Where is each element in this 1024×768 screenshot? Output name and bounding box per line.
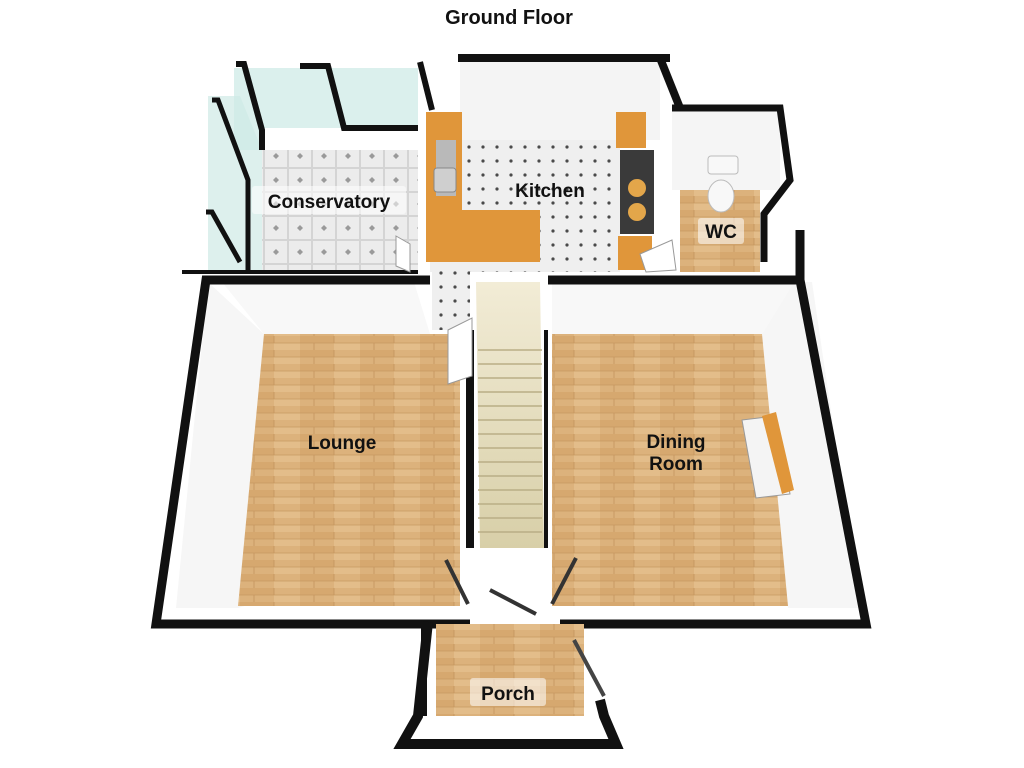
dining-room: Dining Room <box>548 230 872 629</box>
toilet-icon <box>707 155 739 213</box>
conservatory-room <box>182 61 418 274</box>
fireplace-icon <box>741 412 794 499</box>
dining-floor <box>552 334 788 606</box>
wc-room: WC <box>672 104 794 272</box>
porch-wall-outline <box>393 621 624 749</box>
lounge-room: Lounge <box>150 275 470 629</box>
kitchen-label: Kitchen <box>515 181 585 202</box>
hall-doors <box>395 235 677 616</box>
dining-side-wall <box>762 282 860 608</box>
lounge-label: Lounge <box>308 433 377 454</box>
dining-label-line1: Dining <box>646 432 705 453</box>
porch-label: Porch <box>481 684 535 705</box>
plan-title: Ground Floor <box>445 7 573 29</box>
staircase <box>466 282 548 548</box>
dining-label-line2: Room <box>649 454 703 475</box>
conservatory-glass-wall <box>234 68 418 150</box>
lounge-side-wall <box>176 282 264 608</box>
conservatory-label: Conservatory <box>268 192 391 213</box>
lounge-back-wall <box>222 282 430 334</box>
conservatory-frame <box>236 61 265 150</box>
porch-room: Porch <box>393 621 624 749</box>
dining-back-wall <box>552 282 794 334</box>
dining-wall-outline <box>548 230 872 629</box>
kitchen-room: Kitchen <box>417 54 684 330</box>
lounge-floor <box>238 334 460 606</box>
wc-label: WC <box>705 222 737 243</box>
lounge-wall-outline <box>150 275 470 629</box>
sink-icon <box>433 167 457 193</box>
kitchen-back-wall <box>460 60 660 140</box>
